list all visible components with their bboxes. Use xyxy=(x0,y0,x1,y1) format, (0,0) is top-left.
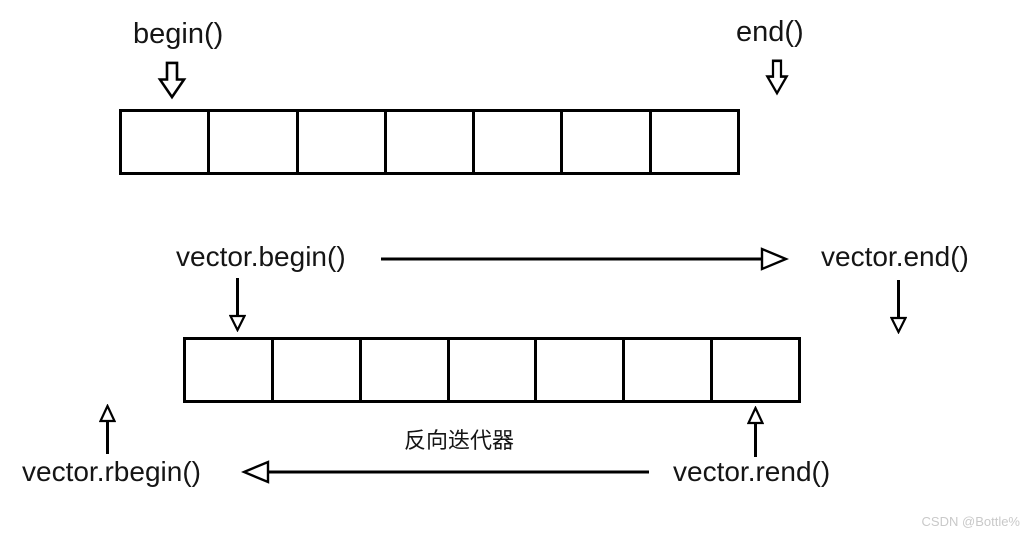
end-block-down-arrow-icon xyxy=(765,59,789,96)
vector-rend-up-arrow-icon xyxy=(747,406,764,457)
vector-cell xyxy=(475,112,564,172)
vector-rbegin-label: vector.rbegin() xyxy=(22,456,201,487)
vector-array-bottom xyxy=(183,337,801,403)
begin-to-end-right-arrow-icon xyxy=(381,247,789,271)
end-label: end() xyxy=(736,16,804,48)
begin-block-down-arrow-icon xyxy=(157,61,187,100)
vector-cell xyxy=(210,112,299,172)
vector-rend-label: vector.rend() xyxy=(673,456,831,487)
vector-array-top xyxy=(119,109,740,175)
vector-cell xyxy=(563,112,652,172)
vector-cell xyxy=(450,340,538,400)
vector-cell xyxy=(122,112,211,172)
rend-to-rbegin-left-arrow-icon xyxy=(241,460,649,484)
vector-begin-down-arrow-icon xyxy=(229,278,246,332)
vector-cell xyxy=(713,340,798,400)
vector-cell xyxy=(362,340,450,400)
vector-cell xyxy=(652,112,737,172)
vector-cell xyxy=(274,340,362,400)
vector-cell xyxy=(537,340,626,400)
vector-cell xyxy=(299,112,387,172)
vector-end-label: vector.end() xyxy=(821,241,969,272)
vector-cell xyxy=(625,340,714,400)
begin-label: begin() xyxy=(133,18,224,50)
vector-rbegin-up-arrow-icon xyxy=(99,404,116,454)
reverse-iterator-label: 反向迭代器 xyxy=(404,428,515,453)
vector-end-down-arrow-icon xyxy=(890,280,907,334)
csdn-watermark: CSDN @Bottle% xyxy=(921,514,1020,529)
vector-cell xyxy=(186,340,274,400)
vector-begin-label: vector.begin() xyxy=(176,241,346,272)
vector-cell xyxy=(387,112,476,172)
